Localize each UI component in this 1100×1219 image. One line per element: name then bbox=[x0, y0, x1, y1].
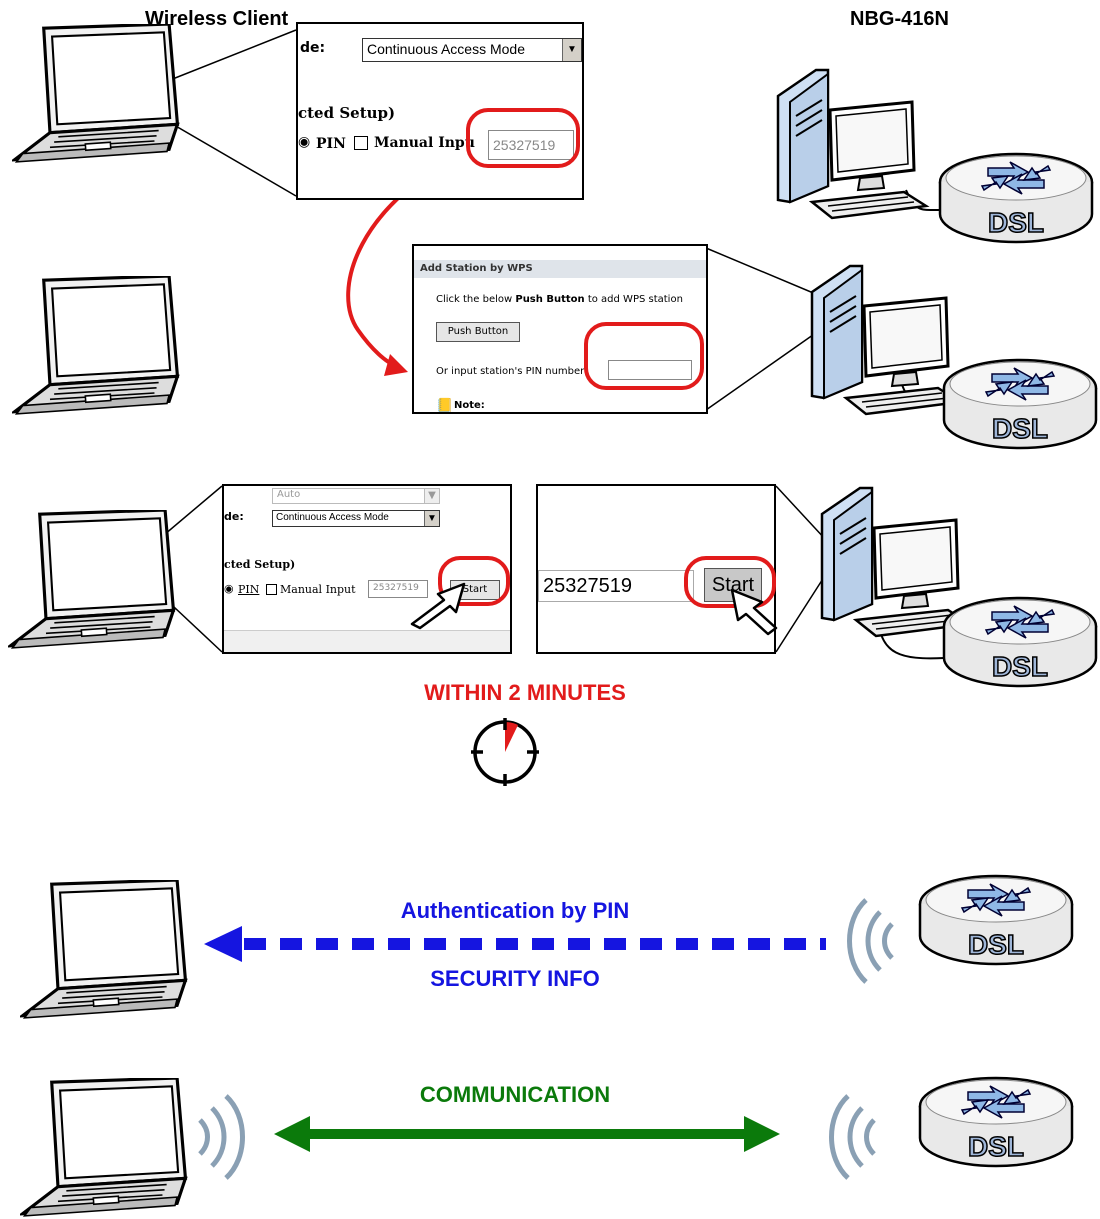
manual-input-checkbox[interactable] bbox=[354, 136, 368, 150]
start-highlight-ring bbox=[438, 556, 510, 606]
note-label: Note: bbox=[454, 400, 485, 411]
laptop-icon bbox=[8, 510, 176, 650]
radio-selected-icon[interactable]: ◉ bbox=[224, 582, 234, 595]
security-info-label: SECURITY INFO bbox=[430, 966, 600, 991]
cursor-arrow-icon bbox=[730, 588, 778, 636]
setup-heading: cted Setup) bbox=[224, 558, 296, 571]
authentication-label: Authentication by PIN bbox=[400, 898, 630, 923]
security-info-arrow bbox=[204, 926, 826, 962]
chevron-down-icon: ▼ bbox=[424, 511, 439, 526]
chevron-down-icon: ▼ bbox=[424, 489, 439, 503]
router-start-panel: 25327519 Start bbox=[536, 484, 776, 654]
dsl-router-icon bbox=[938, 152, 1094, 244]
desktop-computer-icon bbox=[776, 68, 928, 220]
dsl-router-icon bbox=[942, 596, 1098, 688]
router-start-highlight-ring bbox=[684, 556, 776, 608]
laptop-icon bbox=[20, 880, 188, 1020]
wps-title-bar: Add Station by WPS bbox=[414, 260, 706, 278]
instruction-text: Click the below bbox=[436, 294, 516, 305]
mode-select[interactable]: Continuous Access Mode ▼ bbox=[362, 38, 582, 62]
instruction-text-end: to add WPS station bbox=[584, 294, 683, 305]
laptop-icon bbox=[12, 24, 180, 164]
wps-instruction: Click the below Push Button to add WPS s… bbox=[436, 294, 683, 305]
push-button[interactable]: Push Button bbox=[436, 322, 520, 342]
pin-highlight-ring bbox=[466, 108, 580, 168]
note-icon: 📒 bbox=[436, 398, 454, 414]
band-select[interactable]: Auto ▼ bbox=[272, 488, 440, 504]
manual-input-checkbox[interactable] bbox=[266, 584, 277, 595]
mode-select[interactable]: Continuous Access Mode ▼ bbox=[272, 510, 440, 527]
clock-icon bbox=[471, 718, 539, 786]
mode-label: de: bbox=[300, 40, 326, 56]
band-select-value: Auto bbox=[277, 489, 301, 500]
dsl-router-icon bbox=[918, 874, 1074, 966]
pin-field[interactable]: 25327519 bbox=[488, 130, 574, 160]
router-pin-field[interactable]: 25327519 bbox=[538, 570, 694, 602]
manual-input-label: Manual Inpu bbox=[374, 135, 475, 151]
pin-radio-label: PIN bbox=[238, 583, 260, 596]
mode-select-value: Continuous Access Mode bbox=[367, 41, 525, 57]
instruction-bold-text: Push Button bbox=[515, 294, 585, 305]
router-wps-panel: Add Station by WPS Click the below Push … bbox=[412, 244, 708, 414]
mode-select-value: Continuous Access Mode bbox=[276, 512, 389, 523]
manual-input-label: Manual Input bbox=[280, 583, 356, 596]
client-pin-panel: de: Continuous Access Mode ▼ cted Setup)… bbox=[296, 22, 584, 200]
dsl-router-icon bbox=[942, 358, 1098, 450]
wireless-signal-icon bbox=[190, 1092, 250, 1184]
pin-number-prompt: Or input station's PIN number: bbox=[436, 366, 588, 377]
chevron-down-icon: ▼ bbox=[562, 39, 581, 61]
laptop-icon bbox=[20, 1078, 188, 1218]
wps-title: Add Station by WPS bbox=[420, 263, 533, 274]
wireless-signal-icon bbox=[836, 896, 900, 988]
communication-label: COMMUNICATION bbox=[419, 1082, 611, 1107]
setup-heading: cted Setup) bbox=[298, 104, 396, 122]
wireless-signal-icon bbox=[818, 1092, 882, 1184]
wireless-client-header: Wireless Client bbox=[145, 8, 289, 30]
laptop-icon bbox=[12, 276, 180, 416]
communication-double-arrow bbox=[274, 1116, 780, 1152]
panel-footer bbox=[224, 630, 510, 652]
cursor-arrow-icon bbox=[410, 582, 466, 630]
dsl-router-icon bbox=[918, 1076, 1074, 1168]
router-model-header: NBG-416N bbox=[850, 8, 949, 30]
pin-entry-highlight-ring bbox=[584, 322, 704, 390]
pin-field[interactable]: 25327519 bbox=[368, 580, 428, 598]
client-start-panel: Auto ▼ de: Continuous Access Mode ▼ cted… bbox=[222, 484, 512, 654]
pin-radio-label: PIN bbox=[316, 136, 346, 152]
mode-label: de: bbox=[224, 510, 244, 523]
timer-label: WITHIN 2 MINUTES bbox=[424, 680, 626, 705]
radio-selected-icon[interactable]: ◉ bbox=[298, 134, 311, 150]
